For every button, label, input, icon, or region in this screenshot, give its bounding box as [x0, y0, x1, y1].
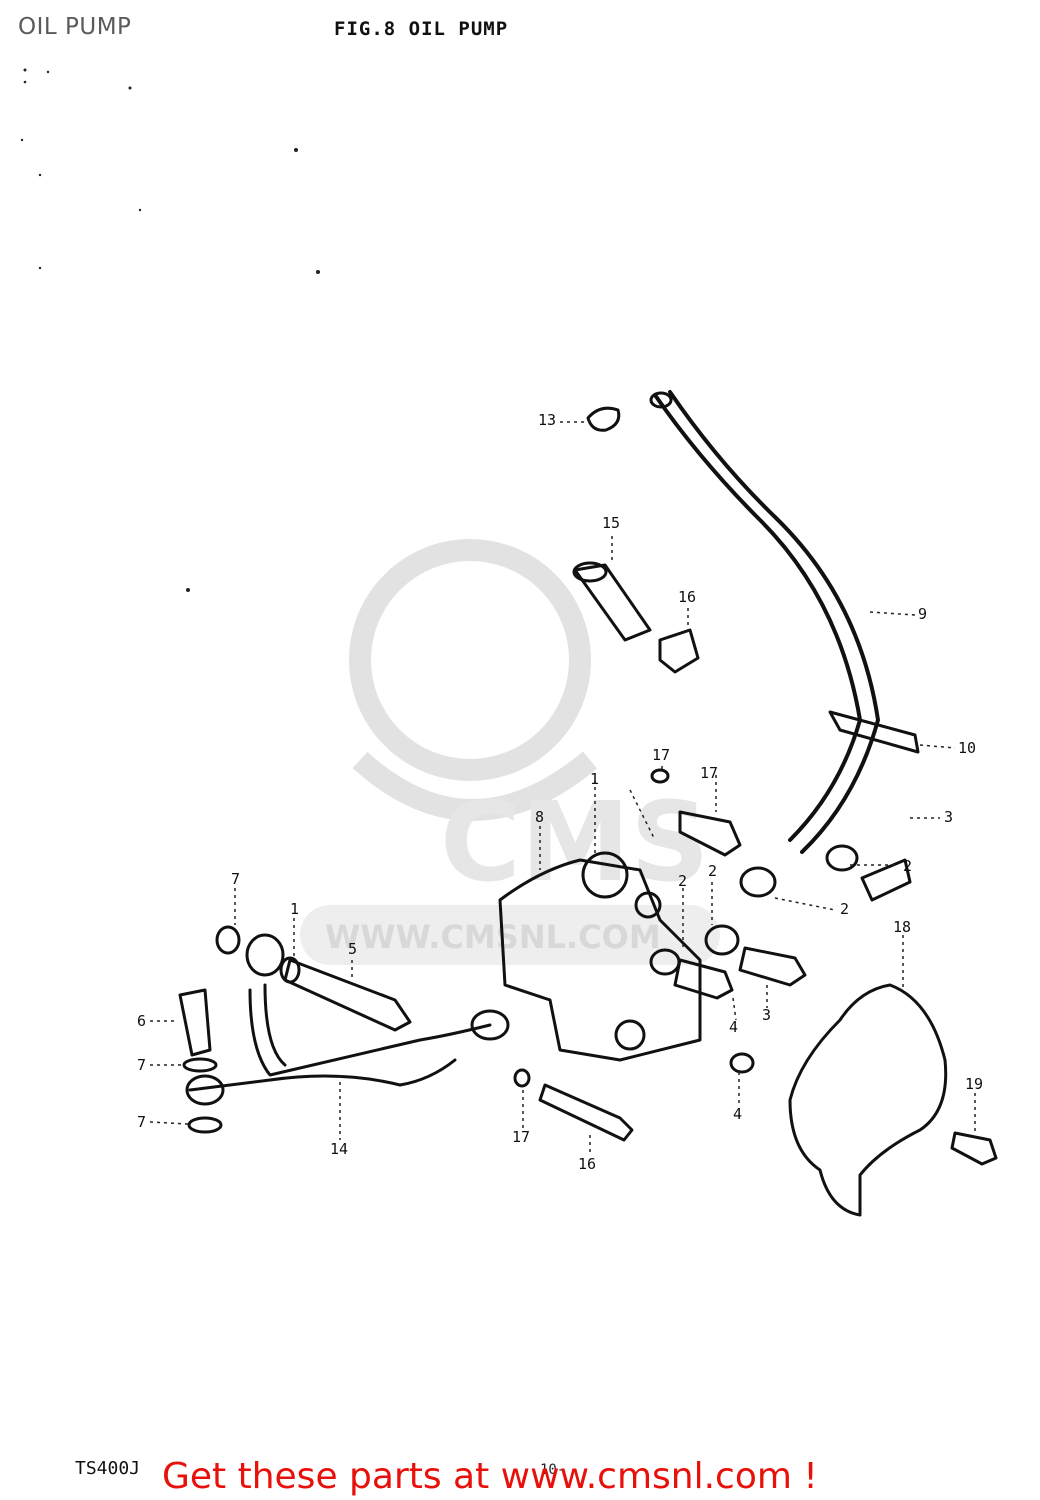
- callout-19: 19: [965, 1075, 984, 1093]
- model-code: TS400J: [75, 1458, 141, 1479]
- oil-pipe-part-12: [248, 988, 492, 1077]
- figure-title: FIG.8 OIL PUMP: [334, 18, 509, 40]
- washer-part-7-b: [182, 1057, 218, 1073]
- callout-7-b: 7: [137, 1056, 147, 1074]
- callout-10: 10: [958, 739, 977, 757]
- parts: [178, 390, 998, 1217]
- watermark-band: [300, 905, 720, 965]
- pump-cover-part-18: [788, 983, 948, 1217]
- pump-bolt: [738, 946, 807, 987]
- callout-3-c: 4: [729, 1018, 739, 1036]
- callout-3-a: 3: [944, 808, 954, 826]
- callout-2-a: 2: [903, 857, 913, 875]
- callout-7-c: 7: [137, 1113, 147, 1131]
- callout-4: 4: [733, 1105, 743, 1123]
- callout-11: 13: [538, 411, 557, 429]
- nut-part-14: [658, 628, 700, 674]
- callout-17-a: 17: [652, 746, 671, 764]
- callout-9: 9: [918, 605, 928, 623]
- watermark: [349, 539, 598, 821]
- callout-1-a: 1: [590, 770, 600, 788]
- screw-part-19: [950, 1131, 998, 1166]
- washer-part-2-b: [739, 866, 777, 898]
- clip-part-17-b: [513, 1068, 531, 1088]
- callout-17-b: 17: [512, 1128, 531, 1146]
- washer-part-2-c: [704, 924, 740, 956]
- page-code: 10-: [540, 1462, 566, 1478]
- fitting-part-13: [573, 563, 652, 642]
- page-title: OIL PUMP: [18, 14, 132, 40]
- washer-part-2-a: [825, 844, 859, 872]
- callout-7-a: 7: [231, 870, 241, 888]
- callout-18: 18: [893, 918, 912, 936]
- leader-lines: [149, 421, 976, 1155]
- callout-13: 15: [602, 514, 621, 532]
- clip-part-11: [586, 406, 621, 432]
- banjo-bolt-part-3: [860, 858, 912, 902]
- oil-hose-part-9: [653, 393, 862, 842]
- callout-14: 16: [678, 588, 697, 606]
- callout-15: 17: [700, 764, 719, 782]
- watermark-brand: CMS: [440, 778, 709, 906]
- scan-specks: [20, 68, 320, 592]
- oil-pump-body-part-8: [498, 858, 702, 1062]
- bolt-part-15: [678, 810, 742, 857]
- callout-2-c: 2: [678, 872, 688, 890]
- callout-8: 8: [535, 808, 545, 826]
- callout-2-b: 2: [708, 862, 718, 880]
- pin-part-16: [538, 1083, 634, 1142]
- tube-part-5: [283, 958, 412, 1032]
- washer-part-7-a: [215, 925, 241, 955]
- callout-2-d: 2: [840, 900, 850, 918]
- callout-3-b: 3: [762, 1006, 772, 1024]
- callout-16: 16: [578, 1155, 597, 1173]
- washer-part-4: [729, 1052, 755, 1074]
- watermark-site: WWW.CMSNL.COM: [325, 918, 661, 956]
- cta-link[interactable]: Get these parts at www.cmsnl.com !: [162, 1456, 818, 1497]
- banjo-bolt-part-6: [178, 988, 212, 1057]
- callout-6: 6: [137, 1012, 147, 1030]
- hose-clamp-part-10: [828, 710, 920, 754]
- callout-5: 5: [348, 940, 358, 958]
- union-part-1: [279, 956, 301, 984]
- clip-part-17-a: [650, 768, 670, 784]
- washer-part-7-c: [187, 1116, 223, 1134]
- callout-12: 14: [330, 1140, 349, 1158]
- callout-1-b: 1: [290, 900, 300, 918]
